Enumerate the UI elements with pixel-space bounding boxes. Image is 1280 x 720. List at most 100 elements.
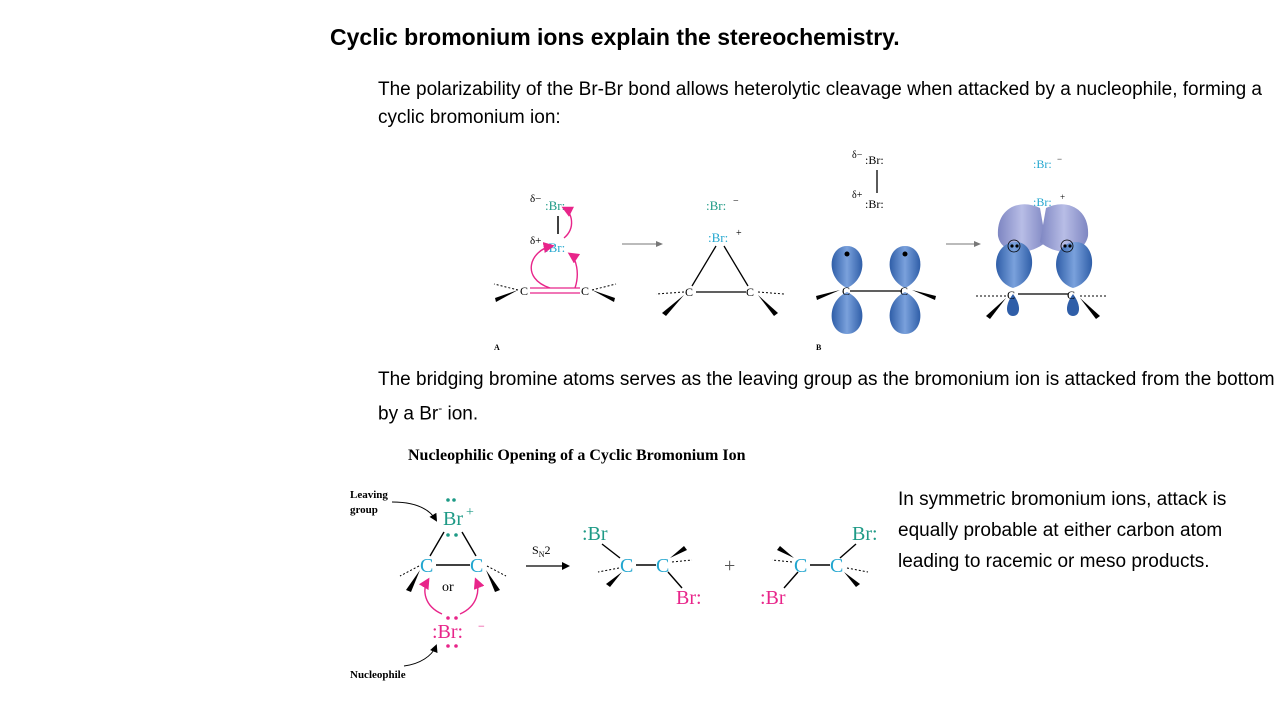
ring-hash-left (655, 291, 685, 295)
carbon-left-product-b: C (1007, 288, 1015, 302)
attack-arrow-right (459, 577, 485, 615)
product2-wedge-right (844, 572, 860, 587)
electron-pair-left-a (1010, 244, 1014, 248)
ring-bond-right (723, 245, 749, 287)
br-orbital-right (1040, 204, 1089, 252)
bromonium-br: Br (443, 508, 463, 530)
bromonium-charge-b: + (1060, 192, 1065, 202)
bromide-charge: − (733, 196, 739, 207)
electron-left (844, 251, 850, 257)
product2-wedge-left (777, 546, 794, 558)
bridging-bromine-paragraph: The bridging bromine atoms serves as the… (378, 366, 1278, 428)
carbon-left: C (520, 284, 528, 298)
carbon-right-b: C (900, 284, 908, 298)
product2-carbon-right: C (830, 555, 843, 577)
nucleophilic-opening-diagram: Leaving group Br + C C or :Br: − Nucleop… (350, 489, 878, 681)
delta-plus-label: δ+ (530, 235, 541, 247)
ring-carbon-right: C (746, 285, 754, 299)
c-orbital-right-bottom (1066, 294, 1080, 316)
product2-bond-br (839, 543, 857, 559)
product1-hash-right (671, 559, 693, 563)
ring-carbon-right: C (470, 555, 483, 577)
lone-pair-dot (446, 616, 450, 620)
bromonium-plus: + (466, 505, 474, 520)
lone-pair-dot (452, 498, 456, 502)
wedge-left-product-b (986, 298, 1006, 319)
ring-bond-left (691, 245, 717, 287)
reaction-arrow-b-head (974, 241, 981, 247)
top-br-atom: :Br: (545, 198, 565, 213)
product1-bond-br (601, 543, 621, 559)
para2-text: The bridging bromine atoms serves as the… (378, 369, 1275, 425)
lone-pair-dot (454, 644, 458, 648)
product1-hash-left (597, 567, 620, 573)
panel-a-reactant: δ− :Br: δ+ :Br: C C A (493, 193, 617, 352)
wedge-right (486, 570, 500, 592)
product2-br-top: Br: (852, 523, 878, 545)
leaving-group-label-line1: Leaving (350, 489, 388, 501)
c-orbital-left-top (996, 242, 1033, 288)
top-br-atom-b: :Br: (865, 153, 884, 167)
ring-carbon-left: C (685, 285, 693, 299)
p-orbital-right-bottom (889, 292, 921, 334)
delta-plus-label-b: δ+ (852, 190, 863, 201)
p-orbital-right-top (889, 246, 921, 288)
nucleophile-bromide: :Br: (432, 621, 463, 643)
c-orbital-right-top (1056, 242, 1093, 288)
para2-text-end: ion. (442, 403, 479, 425)
electron-right (902, 251, 908, 257)
symmetric-bromonium-paragraph: In symmetric bromonium ions, attack is e… (898, 489, 1227, 572)
wedge-left (495, 290, 518, 302)
wedge-right (592, 290, 615, 302)
slide-title: Cyclic bromonium ions explain the stereo… (330, 24, 900, 50)
ring-hash-right (757, 291, 785, 295)
ring-bond-left (429, 531, 445, 557)
bromide-charge-b: − (1057, 154, 1062, 164)
delta-minus-label-b: δ− (852, 150, 863, 161)
hash-right (486, 565, 507, 577)
panel-a-product: :Br: − :Br: + C C (655, 196, 785, 316)
reaction-arrow-a-head (656, 241, 663, 247)
panel-b-label: B (816, 343, 822, 352)
lone-pair-dot (446, 498, 450, 502)
nucleophilic-opening-caption: Nucleophilic Opening of a Cyclic Bromoni… (408, 447, 746, 464)
hash-left (493, 283, 519, 291)
panel-b-reactant-orbitals: δ− :Br: δ+ :Br: C C B (816, 150, 936, 352)
lone-pair-dot (446, 644, 450, 648)
nucleophile-pointer (403, 644, 438, 667)
polarizability-paragraph: The polarizability of the Br-Br bond all… (378, 79, 1262, 128)
bromonium-charge: + (736, 228, 742, 239)
product1-carbon-right: C (656, 555, 669, 577)
sn2-arrow-head (562, 562, 570, 570)
leaving-group-pointer (391, 501, 438, 522)
p-orbital-left-bottom (831, 292, 863, 334)
para2-superscript: - (438, 401, 443, 415)
hash-left (399, 565, 420, 577)
pi-attack-arrow-right (567, 252, 581, 289)
nucleophile-label: Nucleophile (350, 669, 406, 681)
sn2-label: SN2 (532, 543, 550, 559)
product2-hash-left (771, 559, 793, 563)
wedge-left (406, 570, 420, 592)
lone-pair-dot (454, 533, 458, 537)
product1-br-top: :Br (582, 523, 608, 545)
delta-minus-label: δ− (530, 193, 541, 205)
bromonium-br-b: :Br: (1033, 195, 1052, 209)
wedge-right-product-b (1080, 298, 1100, 319)
br-orbital-left (997, 204, 1046, 252)
c-orbital-left-bottom (1006, 294, 1020, 316)
ring-carbon-left: C (420, 555, 433, 577)
electron-pair-right-b (1068, 244, 1072, 248)
p-orbital-left-top (831, 246, 863, 288)
ring-wedge-right (758, 295, 778, 316)
bond-cleavage-arrow (561, 206, 575, 239)
lone-pair-dot (454, 616, 458, 620)
electron-pair-left-ring (1007, 239, 1021, 253)
bromide-ion: :Br: (706, 198, 726, 213)
bromide-ion-b: :Br: (1033, 157, 1052, 171)
carbon-left-b: C (842, 284, 850, 298)
wedge-left-b (816, 290, 840, 300)
nucleophile-charge: − (478, 619, 485, 633)
lone-pair-dot (446, 533, 450, 537)
leaving-group-label-line2: group (350, 504, 378, 516)
